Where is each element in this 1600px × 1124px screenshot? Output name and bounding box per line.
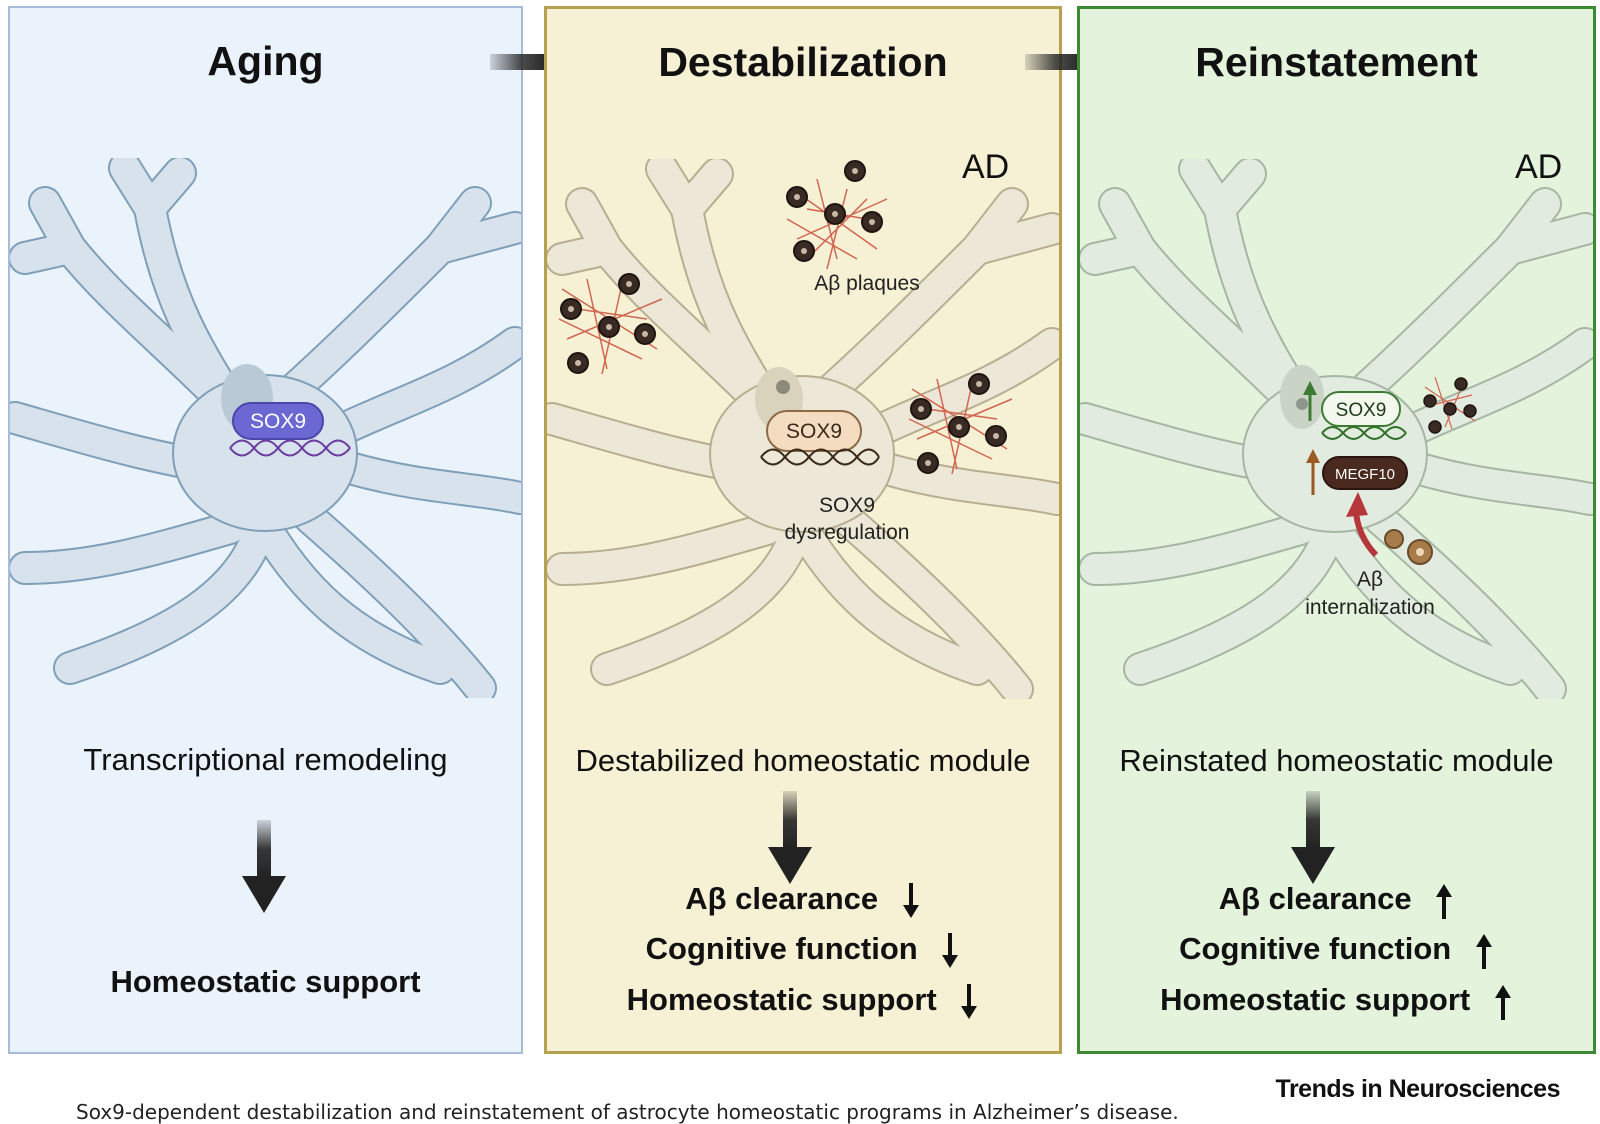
down-arrow-icon <box>242 820 286 913</box>
astrocyte-illustration: SOX9 <box>547 159 1059 699</box>
sox9-label: SOX9 <box>250 410 306 433</box>
plaque-cluster-top <box>786 160 888 270</box>
arrow-up-icon <box>1475 933 1492 969</box>
module-label: Reinstated homeostatic module <box>1119 743 1554 778</box>
dysregulation-label-line2: dysregulation <box>785 521 910 544</box>
down-arrow-icon <box>1291 791 1335 884</box>
internalization-label-line2: internalization <box>1305 596 1435 619</box>
ad-label: AD <box>1515 148 1563 186</box>
module-label: Transcriptional remodeling <box>83 742 448 777</box>
outcome-text: Aβ clearance <box>1218 881 1412 916</box>
panel-title: Destabilization <box>658 39 948 85</box>
astrocyte-illustration: SOX9 <box>10 158 521 698</box>
arrow-down-icon <box>961 983 978 1019</box>
outcome-homeostatic-support: Homeostatic support <box>10 964 521 1000</box>
plaque-cluster-small <box>1423 376 1477 434</box>
panel-title: Reinstatement <box>1195 39 1478 85</box>
dna-strand <box>229 439 351 457</box>
sox9-chip: SOX9 <box>232 402 324 440</box>
journal-name: Trends in Neurosciences <box>1275 1075 1561 1103</box>
outcome-text: Homeostatic support <box>110 964 421 999</box>
outcome-text: Cognitive function <box>645 931 918 966</box>
outcome-ab-clearance: Aβ clearance <box>547 881 1059 919</box>
transcription-arrow-icon <box>1306 449 1320 495</box>
sox9-chip: SOX9 <box>766 410 862 452</box>
upregulation-arrow-icon <box>1303 381 1317 421</box>
figure-caption: Sox9-dependent destabilization and reins… <box>76 1100 1179 1124</box>
panel-aging: Aging <box>8 6 523 1054</box>
dna-strand <box>760 448 880 466</box>
module-label: Destabilized homeostatic module <box>575 743 1031 778</box>
panel-title: Aging <box>207 38 324 84</box>
megf10-label: MEGF10 <box>1335 466 1395 483</box>
dysregulation-label-line1: SOX9 <box>819 494 875 517</box>
outcome-text: Cognitive function <box>1179 931 1452 966</box>
outcome-homeostatic-support: Homeostatic support <box>547 982 1059 1020</box>
sox9-label: SOX9 <box>786 420 842 443</box>
plaque-cluster-right <box>908 373 1013 475</box>
internalization-label-line1: Aβ <box>1357 568 1383 591</box>
outcome-ab-clearance: Aβ clearance <box>1080 881 1593 919</box>
plaques-label: Aβ plaques <box>814 272 919 295</box>
outcome-cognitive-function: Cognitive function <box>1080 931 1593 969</box>
panel-destabilization: Destabilization AD <box>544 6 1062 1054</box>
outcome-homeostatic-support: Homeostatic support <box>1080 982 1593 1020</box>
sox9-chip: SOX9 <box>1321 391 1401 427</box>
arrow-up-icon <box>1436 883 1453 919</box>
plaque-cluster-left <box>558 273 663 375</box>
astrocyte-illustration: SOX9 MEGF10 Aβ <box>1080 159 1593 699</box>
megf10-chip: MEGF10 <box>1322 456 1408 490</box>
panel-reinstatement: Reinstatement AD <box>1077 6 1596 1054</box>
outcome-cognitive-function: Cognitive function <box>547 931 1059 969</box>
arrow-down-icon <box>902 882 919 918</box>
arrow-down-icon <box>942 932 959 968</box>
sox9-label: SOX9 <box>1336 400 1387 421</box>
down-arrow-icon <box>768 791 812 884</box>
outcome-text: Homeostatic support <box>1160 982 1471 1017</box>
dna-strand <box>1321 426 1407 440</box>
internalization-arrow-icon <box>1346 492 1379 558</box>
ab-particles <box>1384 529 1433 565</box>
outcome-text: Aβ clearance <box>685 881 879 916</box>
ad-label: AD <box>962 148 1010 186</box>
arrow-up-icon <box>1494 984 1511 1020</box>
outcome-text: Homeostatic support <box>626 982 937 1017</box>
